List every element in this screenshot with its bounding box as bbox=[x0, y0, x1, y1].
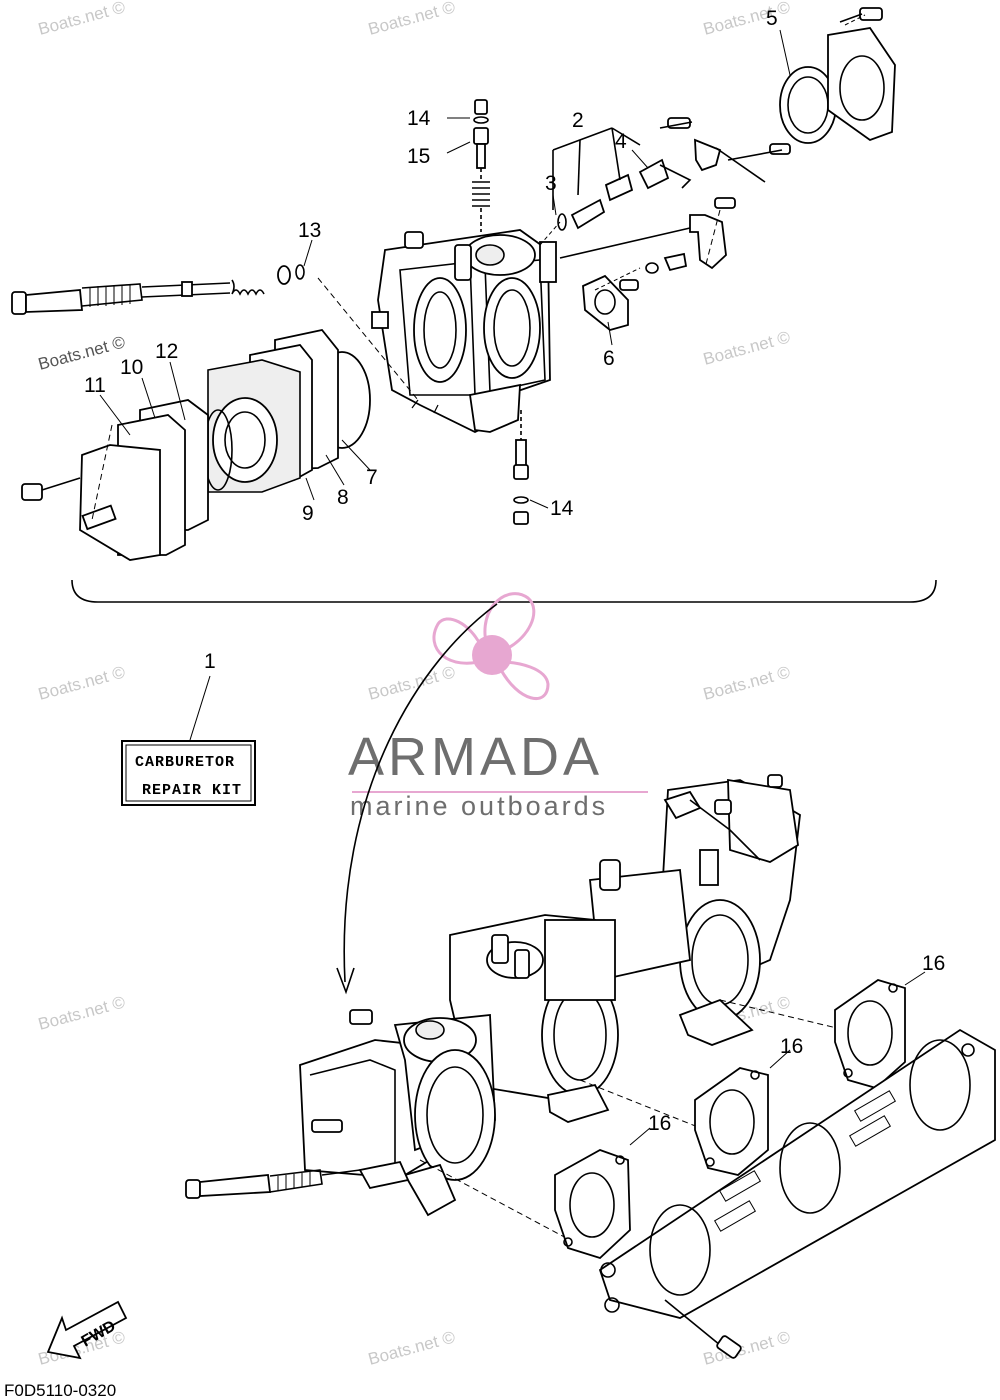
watermark: Boats.net © bbox=[701, 1327, 792, 1369]
callout-16-a: 16 bbox=[648, 1112, 671, 1135]
callout-8: 8 bbox=[337, 486, 349, 509]
watermark: Boats.net © bbox=[36, 992, 127, 1034]
callout-1: 1 bbox=[204, 650, 216, 673]
kit-label-line1: CARBURETOR bbox=[135, 754, 235, 771]
callouts-upper: 14 15 13 2 3 4 5 6 7 8 9 10 11 12 14 bbox=[84, 7, 778, 525]
callout-15: 15 bbox=[407, 145, 430, 168]
watermark: Boats.net © bbox=[366, 1327, 457, 1369]
watermark: Boats.net © bbox=[701, 0, 792, 39]
armada-logo: ARMADA marine outboards bbox=[348, 592, 648, 821]
callout-5: 5 bbox=[766, 7, 778, 30]
callout-2: 2 bbox=[572, 109, 584, 132]
lower-pilot-screw bbox=[185, 1169, 361, 1199]
watermark: Boats.net © bbox=[36, 662, 127, 704]
callout-6: 6 bbox=[603, 347, 615, 370]
callout-12: 12 bbox=[155, 340, 178, 363]
callout-9: 9 bbox=[302, 502, 314, 525]
propeller-logo-icon bbox=[432, 592, 550, 701]
callout-7: 7 bbox=[366, 466, 378, 489]
diagram-code: F0D5110-0320 bbox=[4, 1381, 116, 1400]
repair-kit-label: 1 CARBURETOR REPAIR KIT bbox=[121, 650, 256, 806]
watermark: Boats.net © bbox=[36, 0, 127, 39]
callout-11: 11 bbox=[84, 374, 106, 397]
brand-tagline: marine outboards bbox=[350, 791, 608, 821]
kit-bracket bbox=[71, 579, 937, 603]
carburetor-front bbox=[299, 1009, 496, 1217]
watermark: Boats.net © bbox=[36, 332, 127, 374]
callout-13: 13 bbox=[298, 219, 321, 242]
kit-label-line2: REPAIR KIT bbox=[142, 782, 242, 799]
pump-stack bbox=[21, 329, 371, 561]
diaphragm-cover-5 bbox=[779, 7, 896, 144]
gasket-16-c bbox=[834, 979, 906, 1090]
assembly-arrow bbox=[343, 603, 498, 983]
callout-16-b: 16 bbox=[780, 1035, 803, 1058]
watermark: Boats.net © bbox=[701, 327, 792, 369]
throttle-linkage bbox=[663, 774, 783, 861]
carburetor-body bbox=[371, 229, 557, 434]
callout-14-top: 14 bbox=[407, 107, 431, 130]
callout-10: 10 bbox=[120, 356, 143, 379]
callout-16-c: 16 bbox=[922, 952, 945, 975]
gaskets-16: 16 16 16 bbox=[554, 952, 945, 1260]
callout-3: 3 bbox=[545, 172, 557, 195]
top-jet-assembly bbox=[472, 99, 490, 232]
callout-14-bottom: 14 bbox=[550, 497, 574, 520]
fwd-arrow-icon: FWD bbox=[46, 1300, 128, 1360]
watermark: Boats.net © bbox=[701, 662, 792, 704]
choke-lever bbox=[559, 197, 736, 291]
upper-exploded-view: 14 15 13 2 3 4 5 6 7 8 9 10 11 12 14 bbox=[11, 7, 896, 561]
gasket-6 bbox=[582, 274, 629, 331]
leader-lines-upper bbox=[91, 14, 866, 521]
gasket-16-a bbox=[554, 1149, 631, 1260]
bottom-jet-assembly bbox=[513, 410, 529, 525]
lower-assembly bbox=[185, 774, 846, 1241]
callout-4: 4 bbox=[615, 130, 627, 153]
callout-leaders bbox=[99, 29, 791, 509]
intake-manifold bbox=[598, 1028, 996, 1359]
brand-name: ARMADA bbox=[348, 727, 603, 787]
carburetor-rear bbox=[589, 778, 801, 1046]
float-lever-assembly bbox=[638, 117, 791, 190]
arrow-head-icon bbox=[336, 967, 355, 995]
pilot-screw-assembly bbox=[11, 264, 305, 315]
needle-valve-assembly bbox=[552, 127, 641, 231]
watermark: Boats.net © bbox=[366, 0, 457, 39]
gasket-16-b bbox=[694, 1067, 769, 1176]
